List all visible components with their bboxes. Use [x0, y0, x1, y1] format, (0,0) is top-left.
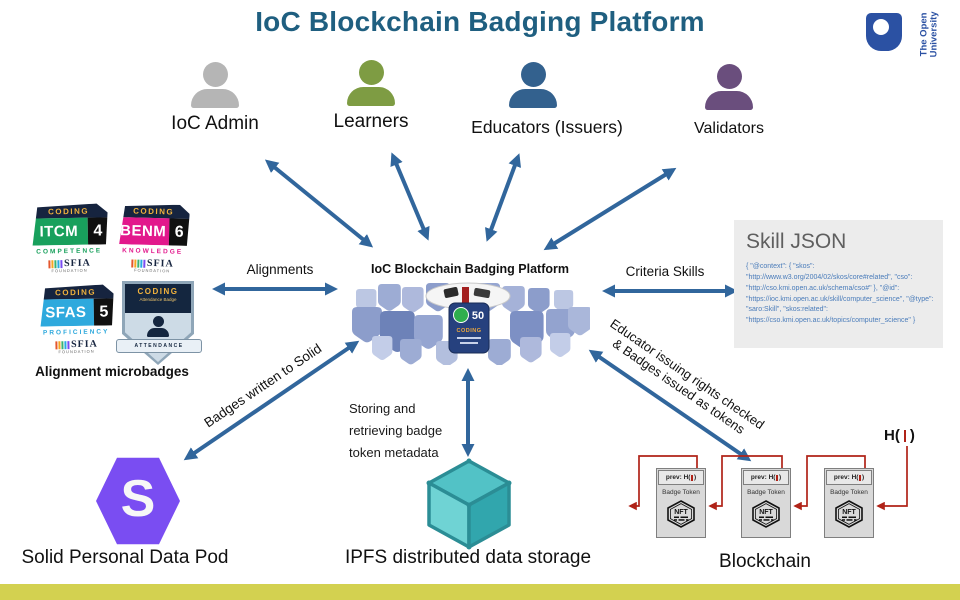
platform-label: IoC Blockchain Badging Platform [371, 262, 569, 276]
ioc-admin-head [202, 62, 228, 87]
solid-logo-icon: S [96, 457, 180, 545]
sfia-foundation-mark: SFIA FOUNDATION [116, 256, 188, 275]
sfia-bars-icon [48, 260, 62, 268]
learners-body [347, 87, 395, 106]
microbadge-sfas: CODING SFAS 5 PROFICIENCY SFIA FOUNDATIO… [37, 284, 114, 355]
badge-cluster-illustration: 50 CODING [352, 282, 590, 365]
learners-head [358, 60, 384, 85]
validators-body [705, 91, 753, 110]
bottom-accent-bar [0, 584, 960, 600]
nft-icon: NFT [752, 500, 780, 528]
criteria-skills-label: Criteria Skills [625, 264, 705, 279]
validators-person-icon [703, 64, 755, 110]
hash-label: H() [884, 427, 915, 444]
ou-wordmark-line2: University [929, 11, 940, 58]
learners-person-icon [345, 60, 397, 106]
svg-text:NFT: NFT [842, 509, 856, 516]
microbadge-itcm-brand: CODING [29, 203, 107, 218]
microbadge-benm: CODING BENM 6 KNOWLEDGE SFIA FOUNDATION [116, 203, 190, 275]
svg-text:NFT: NFT [674, 509, 688, 516]
educators-person-icon [507, 62, 559, 108]
microbadge-itcm: CODING ITCM 4 COMPETENCE SFIA FOUNDATION [29, 203, 108, 274]
ou-logo-circle [873, 19, 889, 35]
actor-label-educators: Educators (Issuers) [471, 117, 623, 137]
solid-caption: Solid Personal Data Pod [21, 547, 229, 568]
platform-badge-number: 50 [472, 310, 484, 322]
nft-icon: NFT [667, 500, 695, 528]
skill-json-panel: Skill JSON { "@context": { "skos": "http… [734, 220, 943, 348]
microbadge-sfas-level: 5 [94, 298, 114, 325]
sfia-sub-label: FOUNDATION [58, 348, 95, 355]
platform-badge-brand: CODING [457, 328, 482, 334]
microbadge-itcm-code: ITCM [30, 218, 88, 246]
block-prev-hash: prev: H() [826, 470, 872, 485]
validators-head [716, 64, 742, 89]
blockchain-block-3: prev: H() Badge Token NFT [824, 468, 874, 538]
educators-head [520, 62, 546, 87]
ipfs-caption: IPFS distributed data storage [344, 547, 592, 568]
alignments-label: Alignments [246, 262, 314, 277]
blockchain-block-1: prev: H() Badge Token NFT [656, 468, 706, 538]
person-icon [145, 316, 171, 337]
badge-token-label: Badge Token [830, 489, 868, 496]
sfia-foundation-mark: SFIA FOUNDATION [38, 337, 114, 355]
page-title: IoC Blockchain Badging Platform [255, 6, 705, 37]
microbadges-caption: Alignment microbadges [35, 364, 189, 379]
badge-token-label: Badge Token [747, 489, 785, 496]
attendance-shield: CODING Attendance Badge [125, 284, 191, 362]
block-prev-hash: prev: H() [743, 470, 789, 485]
open-university-logo-icon [866, 13, 902, 51]
skill-json-title: Skill JSON [746, 230, 847, 253]
blockchain-block-2: prev: H() Badge Token NFT [741, 468, 791, 538]
microbadge-benm-code: BENM [117, 217, 170, 245]
actor-label-learners: Learners [333, 111, 409, 132]
sfia-foundation-mark: SFIA FOUNDATION [30, 256, 108, 274]
attendance-ribbon: ATTENDANCE [116, 339, 202, 353]
microbadge-benm-level: 6 [169, 218, 190, 246]
attendance-brand: CODING [137, 287, 179, 296]
block-prev-hash: prev: H() [658, 470, 704, 485]
hash-pointer-tick [903, 429, 906, 442]
sfia-sub-label: FOUNDATION [134, 267, 171, 274]
nft-icon: NFT [835, 500, 863, 528]
sfia-sub-label: FOUNDATION [51, 267, 88, 274]
attendance-sub: Attendance Badge [139, 297, 177, 302]
microbadge-sfas-code: SFAS [38, 299, 94, 327]
sfia-bars-icon [55, 341, 69, 349]
sfia-bars-icon [131, 259, 145, 267]
ioc-admin-body [191, 89, 239, 108]
svg-text:NFT: NFT [759, 509, 773, 516]
educators-body [509, 89, 557, 108]
ipfs-cube-icon [426, 458, 512, 550]
ipfs-note: Storing and retrieving badge token metad… [349, 401, 443, 461]
open-university-wordmark: The Open University [919, 4, 941, 64]
actor-label-ioc-admin: IoC Admin [171, 113, 259, 134]
badge-token-label: Badge Token [662, 489, 700, 496]
skill-json-code: { "@context": { "skos": "http://www.w3.o… [746, 263, 934, 325]
solid-logo-letter: S [120, 470, 156, 528]
microbadge-itcm-level: 4 [88, 217, 108, 244]
actor-label-validators: Validators [694, 120, 764, 137]
blockchain-caption: Blockchain [719, 551, 811, 572]
microbadge-sfas-brand: CODING [37, 284, 113, 299]
ioc-admin-person-icon [189, 62, 241, 108]
